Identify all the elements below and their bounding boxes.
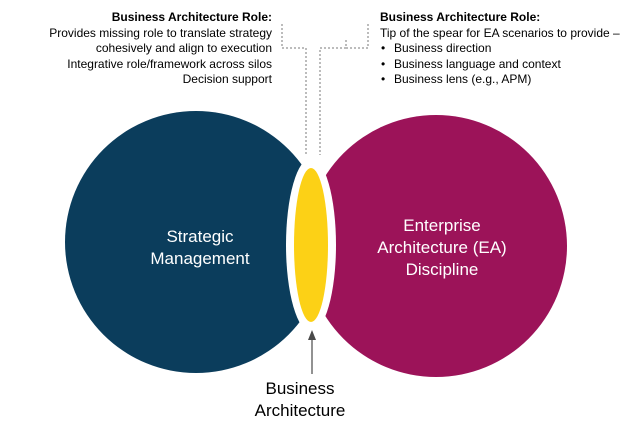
overlap-pointer-arrowhead: [308, 330, 316, 340]
label-line: Discipline: [405, 260, 479, 279]
business-architecture-overlap-fill: [294, 168, 328, 322]
right-note-title: Business Architecture Role:: [380, 10, 541, 24]
enterprise-architecture-circle: [305, 115, 567, 377]
strategic-management-circle: [65, 111, 327, 373]
label-line: Architecture (EA): [377, 238, 507, 257]
right-note-bullets: Business direction Business language and…: [380, 41, 638, 88]
left-note: Business Architecture Role: Provides mis…: [0, 10, 272, 88]
left-note-line: Integrative role/framework across silos: [67, 56, 272, 71]
label-line: Architecture: [254, 401, 346, 420]
right-note-connector: [319, 24, 369, 155]
enterprise-architecture-label: Enterprise Architecture (EA) Discipline: [352, 215, 532, 281]
left-note-line: cohesively and align to execution: [95, 41, 272, 55]
label-line: Business: [265, 379, 335, 398]
left-note-connector: [281, 24, 307, 155]
right-note: Business Architecture Role: Tip of the s…: [380, 10, 638, 88]
label-line: Enterprise: [403, 216, 481, 235]
bullet-item: Business lens (e.g., APM): [380, 72, 638, 88]
strategic-management-label: Strategic Management: [120, 226, 280, 270]
bullet-item: Business direction: [380, 41, 638, 57]
business-architecture-label: Business Architecture: [230, 378, 370, 422]
left-note-title: Business Architecture Role:: [111, 10, 272, 24]
bullet-item: Business language and context: [380, 57, 638, 73]
label-line: Strategic: [166, 227, 234, 246]
label-line: Management: [150, 249, 250, 268]
left-note-line: Provides missing role to translate strat…: [49, 25, 272, 40]
left-note-line: Decision support: [182, 72, 272, 86]
right-note-intro: Tip of the spear for EA scenarios to pro…: [380, 25, 620, 40]
